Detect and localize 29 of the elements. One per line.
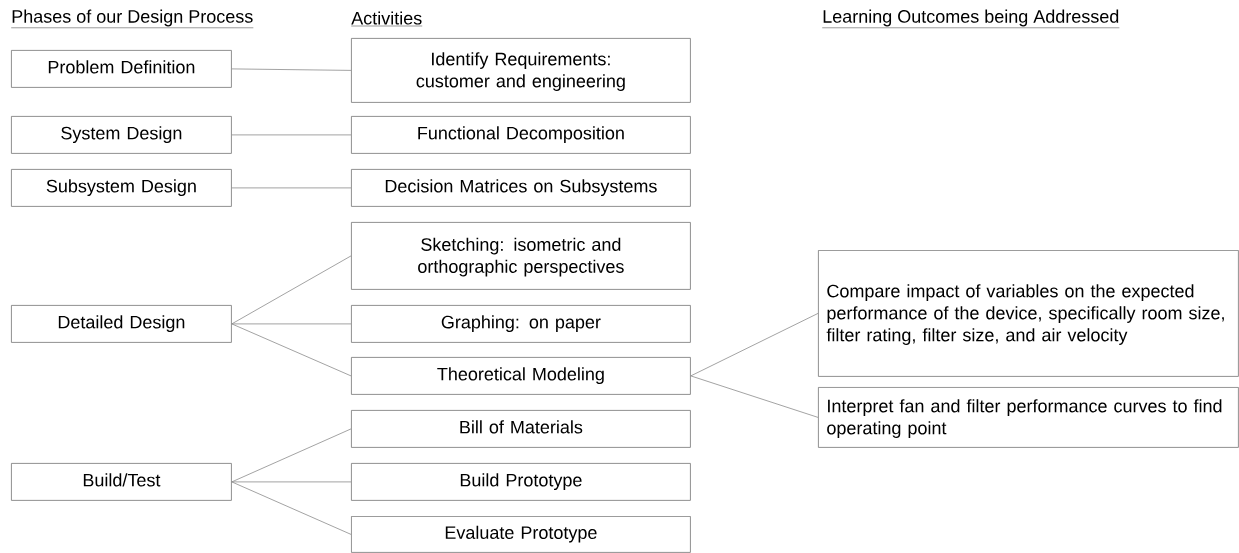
activity-box: Functional Decomposition	[351, 116, 691, 154]
activity-box: Compare impact of variables on the expected performance of the device, specifically room size, filter rating, filter size, and air velocity	[818, 250, 1239, 377]
activity-box: Build Prototype	[351, 463, 691, 501]
connector-line	[231, 68, 352, 71]
activity-box: Evaluate Prototype	[351, 516, 691, 553]
activity-box: Sketching: isometric and orthographic perspectives	[351, 222, 691, 290]
phase-box: Build/Test	[11, 463, 232, 501]
connector-line	[690, 375, 819, 418]
connector-line	[231, 481, 352, 483]
connector-line	[231, 323, 352, 325]
connector-line	[231, 428, 352, 483]
column-heading: Phases of our Design Process	[11, 9, 254, 28]
phase-box: Detailed Design	[11, 305, 232, 343]
phase-box: Subsystem Design	[11, 169, 232, 207]
connector-line	[231, 255, 352, 325]
connector-line	[231, 187, 352, 189]
activity-box: Identify Requirements: customer and engineering	[351, 38, 691, 103]
phase-box: Problem Definition	[11, 50, 232, 88]
activity-box: Interpret fan and filter performance curves to find operating point	[818, 387, 1239, 448]
activity-box: Bill of Materials	[351, 410, 691, 448]
connector-line	[231, 481, 352, 535]
activity-box: Graphing: on paper	[351, 305, 691, 343]
activity-box: Decision Matrices on Subsystems	[351, 169, 691, 207]
connector-line	[231, 323, 352, 377]
connector-line	[231, 134, 352, 136]
activity-box: Theoretical Modeling	[351, 357, 691, 395]
connector-line	[690, 313, 819, 377]
column-heading: Learning Outcomes being Addressed	[822, 9, 1120, 28]
phase-box: System Design	[11, 116, 232, 154]
